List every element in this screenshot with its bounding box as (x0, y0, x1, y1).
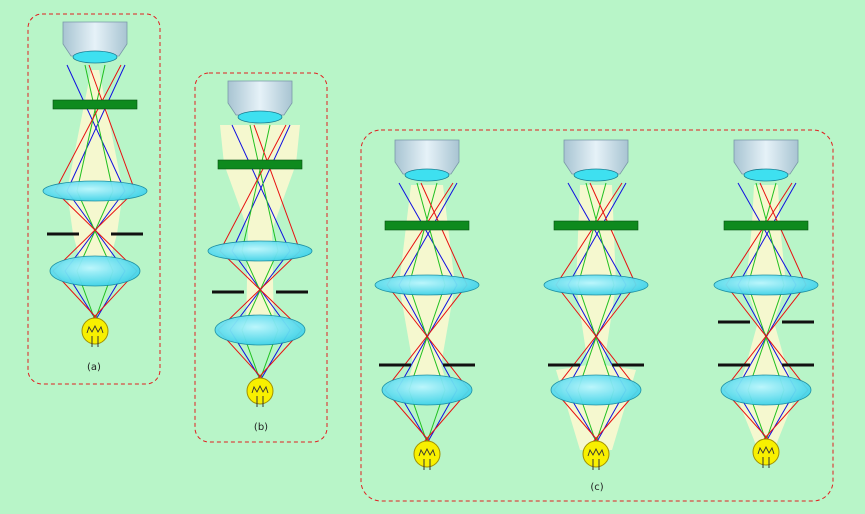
ray-line (386, 182, 470, 451)
ray-line (52, 64, 136, 328)
filter-bar (384, 220, 470, 231)
ray-line (747, 182, 785, 453)
objective-lens (72, 50, 118, 64)
optical-system-b (207, 80, 313, 407)
filter-bar (553, 220, 639, 231)
ray-line (555, 182, 639, 451)
collector-lens (381, 374, 473, 406)
objective-body (563, 139, 629, 175)
light-cone (220, 125, 300, 330)
frame-b (194, 72, 328, 443)
objective-lens (573, 168, 619, 182)
collector-lens (49, 255, 141, 287)
ray-line (725, 182, 809, 449)
light-cone (67, 70, 123, 271)
lamp-bulb (582, 440, 610, 468)
ray-line (577, 182, 615, 455)
objective-body (394, 139, 460, 175)
filter-bar (217, 159, 303, 170)
objective-body (62, 21, 128, 57)
collector-lens (214, 314, 306, 346)
optical-systems (42, 21, 819, 470)
ray-line (217, 124, 301, 388)
frame-a (27, 13, 161, 385)
collector-lens (550, 374, 642, 406)
field-lens (543, 274, 649, 296)
optical-system-c1 (374, 139, 480, 470)
objective-lens (743, 168, 789, 182)
ray-line (723, 182, 807, 449)
lamp-filament (251, 384, 269, 394)
ray-line (219, 124, 303, 388)
lamp-bulb (81, 317, 109, 345)
optical-system-c2 (543, 139, 649, 470)
ray-line (76, 64, 114, 332)
filter-bar (52, 99, 138, 110)
optical-system-c3 (713, 139, 819, 468)
lamp-filament (757, 445, 775, 455)
optical-system-a (42, 21, 148, 347)
objective-lens (237, 110, 283, 124)
field-lens (713, 274, 819, 296)
caption-b: (b) (254, 422, 268, 433)
ray-line (408, 182, 446, 455)
objective-lens (404, 168, 450, 182)
ray-line (384, 182, 468, 451)
lamp-bulb (752, 438, 780, 466)
caption-a: (a) (87, 362, 101, 373)
lamp-filament (418, 447, 436, 457)
ray-line (553, 182, 637, 451)
lamp-bulb (246, 377, 274, 405)
ray-line (241, 124, 279, 392)
lamp-filament (86, 324, 104, 334)
field-lens (207, 240, 313, 262)
collector-lens (720, 374, 812, 406)
objective-body (733, 139, 799, 175)
objective-body (227, 80, 293, 116)
filter-bar (723, 220, 809, 231)
field-lens (42, 180, 148, 202)
lamp-bulb (413, 440, 441, 468)
ray-line (54, 64, 138, 328)
field-lens (374, 274, 480, 296)
lamp-filament (587, 447, 605, 457)
caption-c: (c) (590, 482, 603, 493)
